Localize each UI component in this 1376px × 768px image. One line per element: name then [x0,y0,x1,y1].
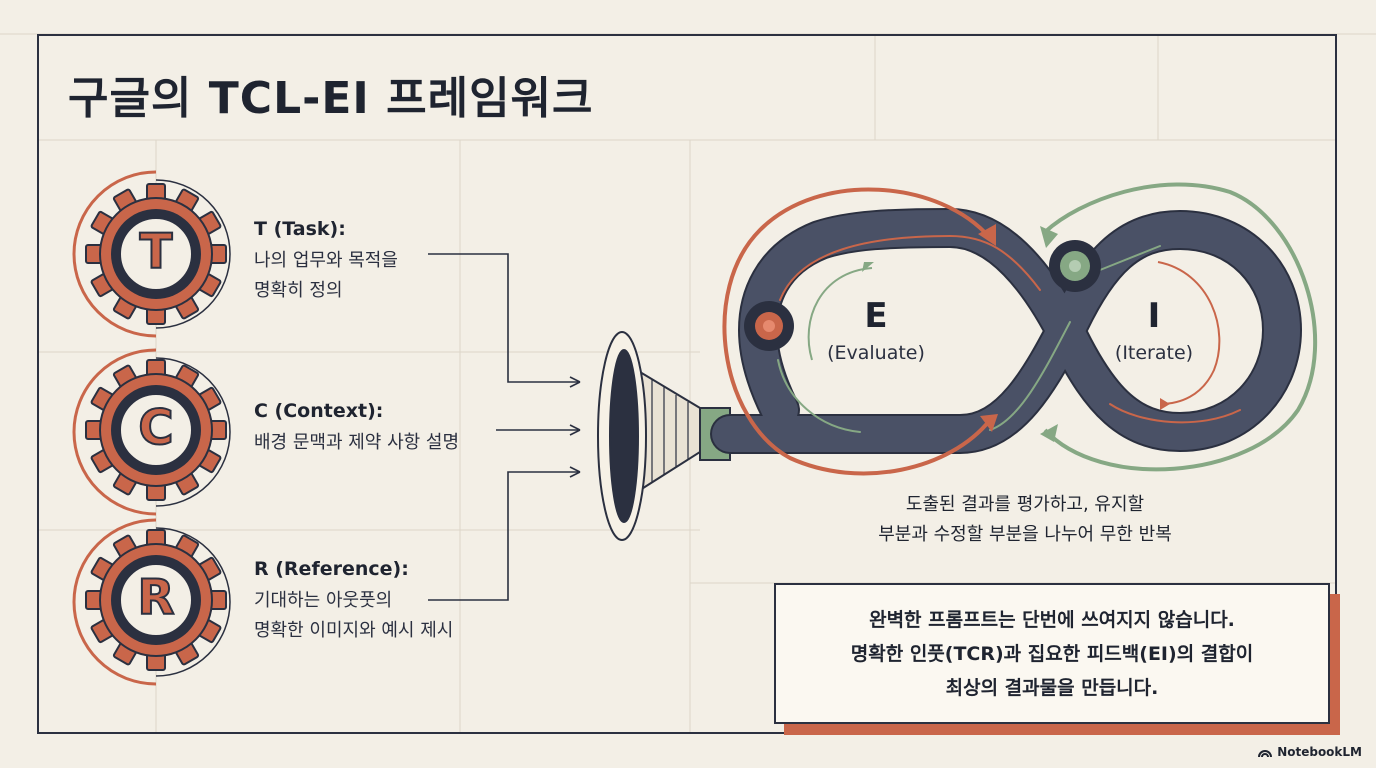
summary-line-3: 최상의 결과물을 만듭니다. [945,676,1159,699]
evaluate-letter: E [864,296,888,336]
loop-description: 도출된 결과를 평가하고, 유지할 부분과 수정할 부분을 나누어 무한 반복 [820,490,1230,550]
iterate-letter: I [1147,296,1161,336]
task-label: T (Task): [254,218,346,240]
page-title: 구글의 TCL-EI 프레임워크 [68,73,594,124]
reference-label: R (Reference): [254,558,409,580]
task-desc-line-2: 명확히 정의 [254,280,343,301]
summary-box: 완벽한 프롬프트는 단번에 쓰여지지 않습니다. 명확한 인풋(TCR)과 집요… [774,583,1330,724]
brand-name: NotebookLM [1277,745,1362,759]
gear-letter-c: C [137,399,174,457]
reference-desc-line-2: 명확한 이미지와 예시 제시 [254,620,454,641]
loop-desc-line-2: 부분과 수정할 부분을 나누어 무한 반복 [878,524,1172,545]
task-desc-line-1: 나의 업무와 목적을 [254,250,398,271]
context-desc-line-1: 배경 문맥과 제약 사항 설명 [254,432,460,453]
context-label: C (Context): [254,400,384,422]
loop-desc-line-1: 도출된 결과를 평가하고, 유지할 [905,494,1145,515]
brand-watermark: NotebookLM [1257,745,1362,759]
gear-letter-t: T [139,223,174,281]
reference-desc-line-1: 기대하는 아웃풋의 [254,590,393,611]
iterate-sub: (Iterate) [1114,342,1194,364]
evaluate-sub: (Evaluate) [827,342,925,364]
notebooklm-logo-icon [1258,749,1273,757]
summary-line-2: 명확한 인풋(TCR)과 집요한 피드백(EI)의 결합이 [850,642,1254,665]
gear-letter-r: R [137,569,176,627]
diagram-frame [37,34,1337,734]
summary-line-1: 완벽한 프롬프트는 단번에 쓰여지지 않습니다. [869,608,1235,631]
